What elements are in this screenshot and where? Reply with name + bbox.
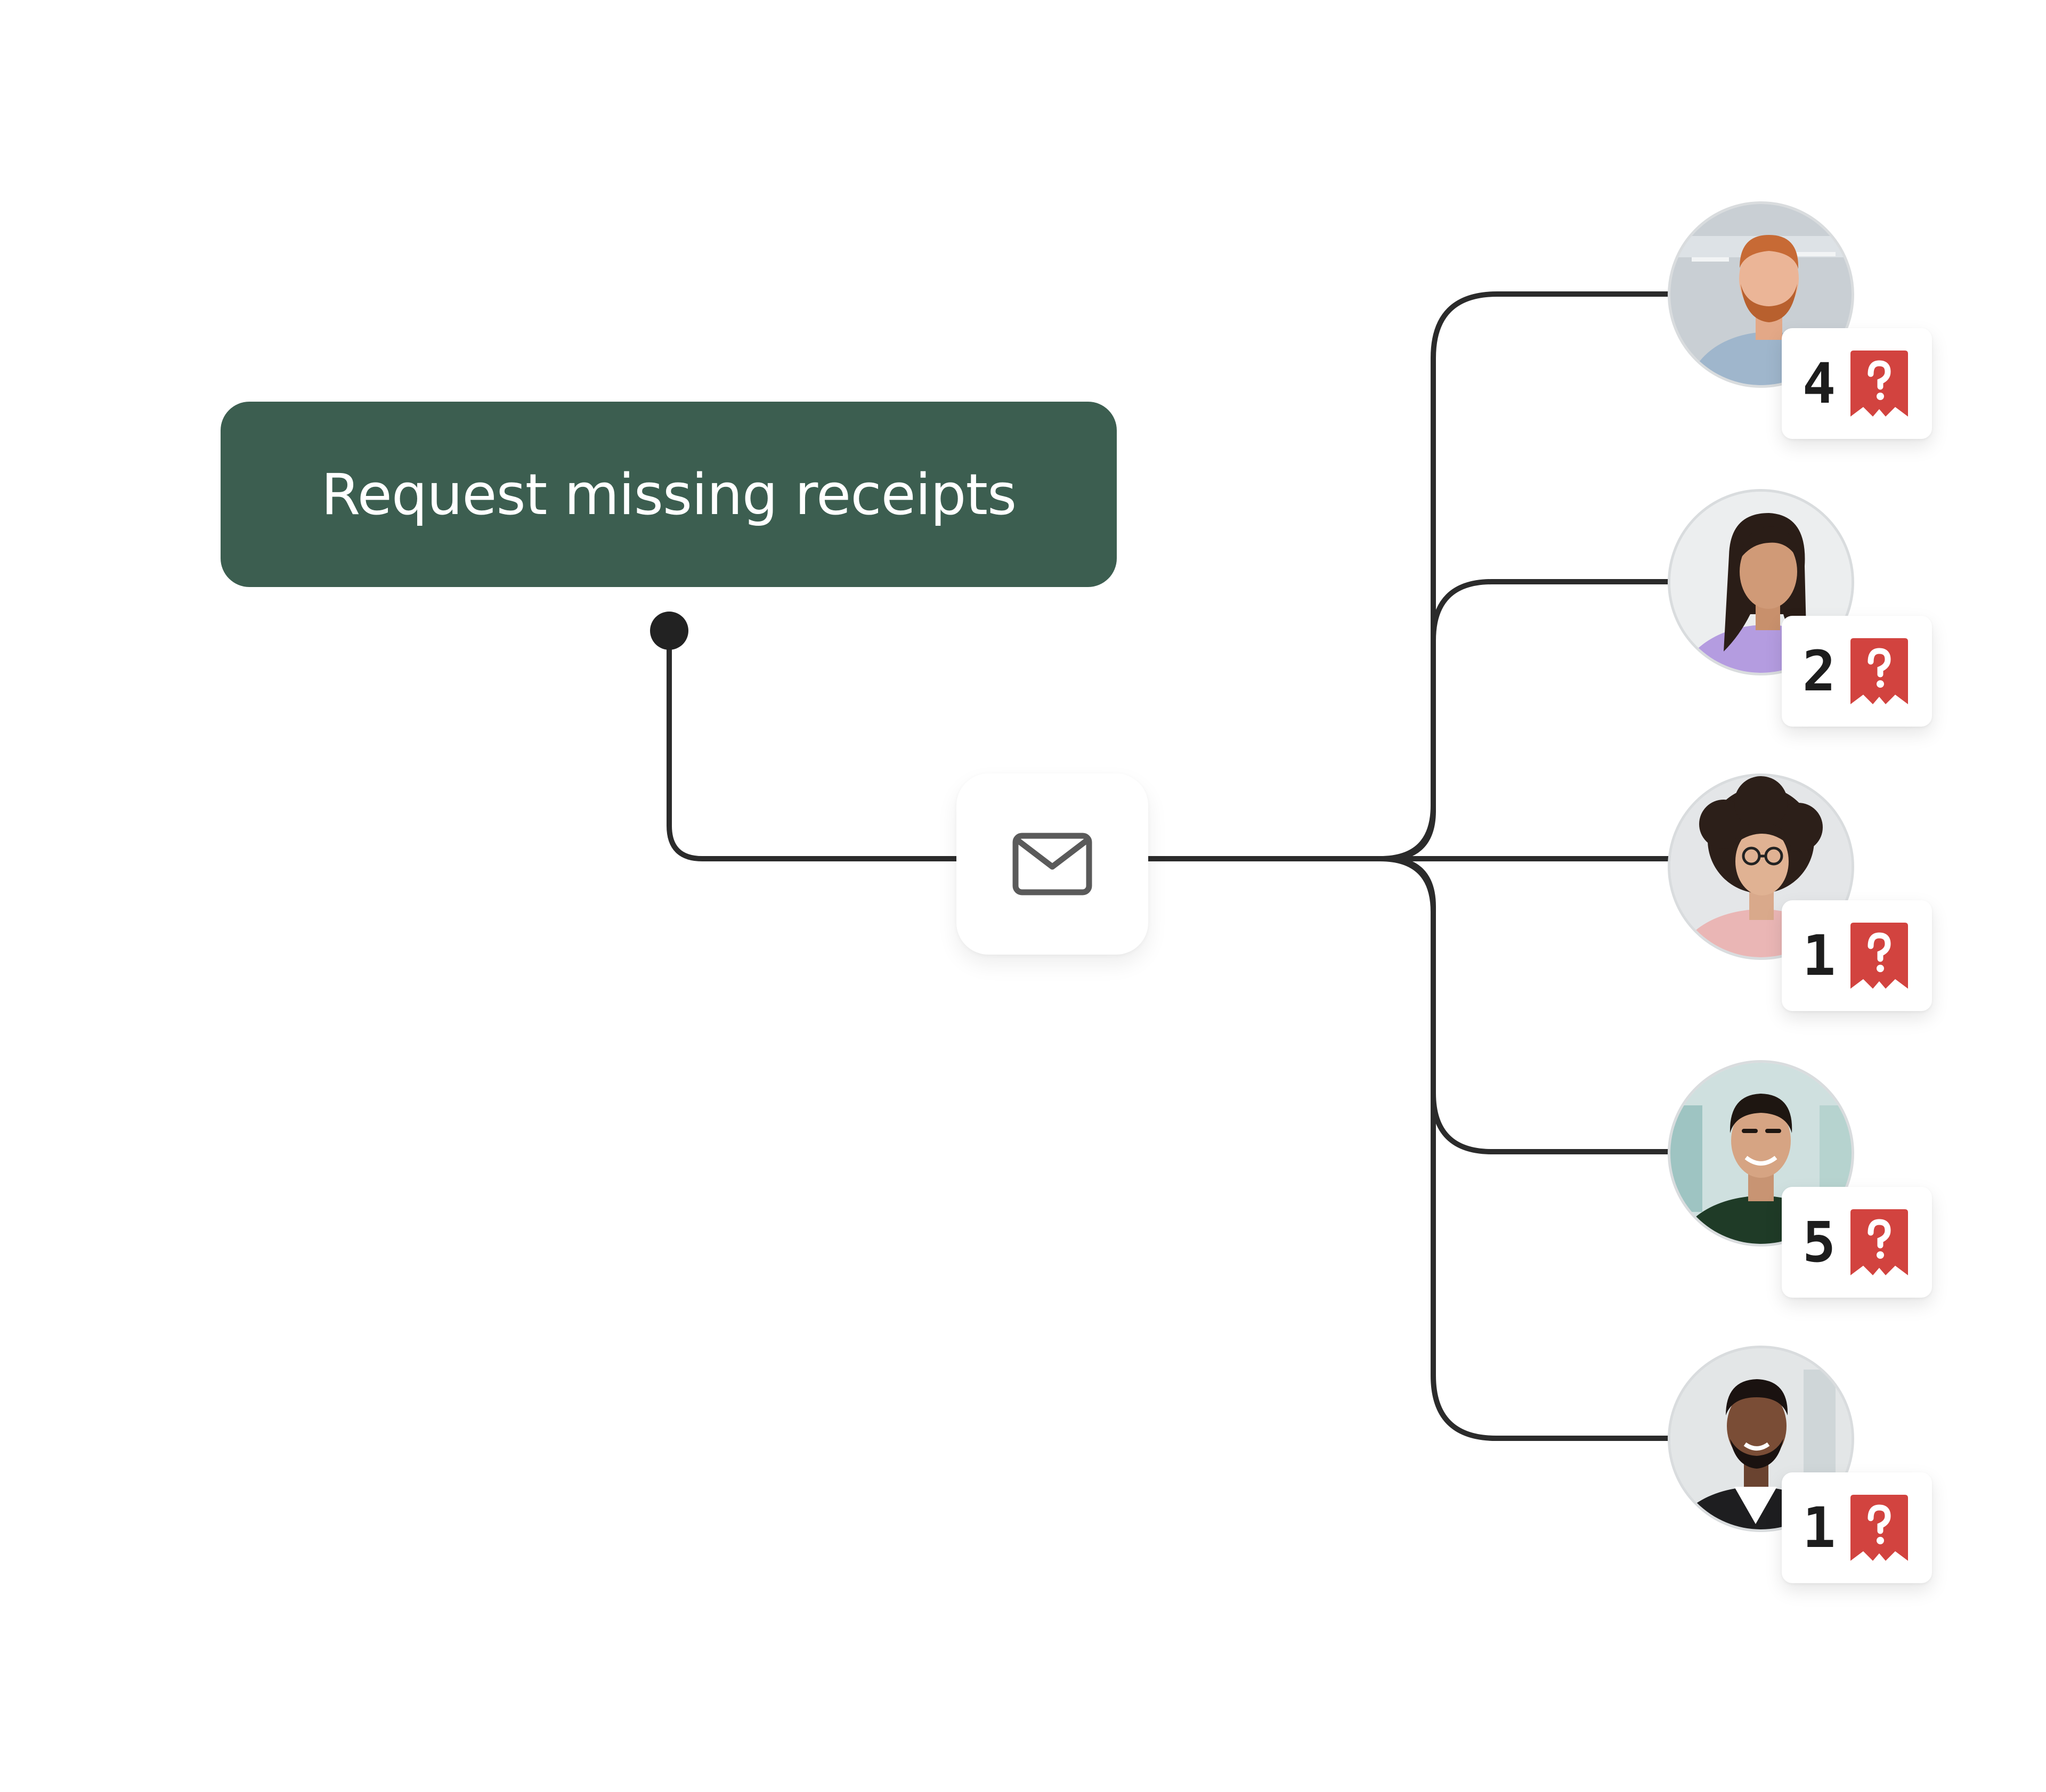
recipient-3[interactable]: 1: [1668, 773, 1932, 1011]
missing-receipts-badge: 4: [1782, 328, 1932, 439]
recipient-2[interactable]: 2: [1668, 489, 1932, 727]
missing-receipts-badge: 5: [1782, 1187, 1932, 1298]
missing-receipts-badge: 2: [1782, 616, 1932, 727]
missing-receipt-count: 4: [1802, 351, 1836, 416]
receipt-question-icon: [1847, 349, 1911, 418]
receipt-question-icon: [1847, 637, 1911, 705]
connector-branch-1: [1377, 291, 1676, 861]
missing-receipts-badge: 1: [1782, 1472, 1932, 1583]
connector-branch-5: [1377, 856, 1676, 1441]
connector-branch-2: [1383, 579, 1676, 861]
email-step-node[interactable]: [956, 773, 1148, 955]
receipt-question-icon: [1847, 1208, 1911, 1276]
receipt-question-icon: [1847, 922, 1911, 990]
connector-branch-4: [1383, 856, 1676, 1154]
avatar: [1668, 489, 1854, 675]
request-missing-receipts-button[interactable]: Request missing receipts: [221, 402, 1117, 587]
connector-start-dot: [650, 612, 688, 650]
missing-receipt-count: 1: [1802, 923, 1836, 988]
recipient-4[interactable]: 5: [1668, 1060, 1932, 1298]
missing-receipt-count: 2: [1802, 639, 1836, 704]
missing-receipt-count: 1: [1802, 1495, 1836, 1560]
recipient-1[interactable]: 4: [1668, 201, 1932, 439]
request-missing-receipts-label: Request missing receipts: [321, 461, 1017, 527]
missing-receipt-count: 5: [1802, 1210, 1836, 1275]
receipt-question-icon: [1847, 1494, 1911, 1562]
missing-receipts-badge: 1: [1782, 900, 1932, 1011]
avatar: [1668, 1346, 1854, 1532]
connector-action-to-mail: [667, 630, 959, 861]
recipient-5[interactable]: 1: [1668, 1346, 1932, 1583]
envelope-icon: [1012, 833, 1092, 895]
